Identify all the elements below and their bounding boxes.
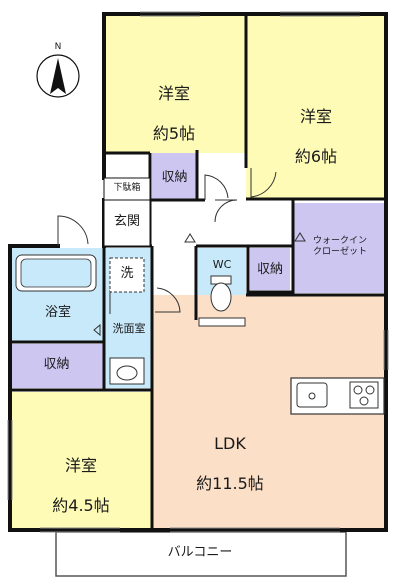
- compass-needle: [50, 58, 66, 94]
- storage-left-label: 収納: [43, 357, 70, 372]
- burner-2: [365, 385, 375, 395]
- marker-triangle: [294, 232, 306, 242]
- burner-3: [359, 396, 369, 406]
- interior-walls: [10, 14, 386, 528]
- sink-drain: [308, 392, 316, 400]
- walk-in-closet-label: ウォークイン クローゼット: [312, 236, 367, 258]
- wc-label: WC: [212, 258, 232, 271]
- windows: [7, 11, 389, 533]
- bathroom-label: 浴室: [44, 305, 71, 320]
- bathtub-inner: [20, 258, 92, 288]
- room-name: 洋室: [299, 107, 332, 126]
- laundry-label: 洗: [120, 266, 134, 281]
- balcony-area: [55, 531, 347, 577]
- room-name: 洋室: [64, 456, 97, 475]
- room-name: LDK: [214, 434, 246, 453]
- walk-in-closet: [293, 203, 386, 293]
- burner-1: [353, 385, 363, 395]
- room-size: 約4.5帖: [52, 496, 110, 515]
- shoe-box-cabinet: [103, 177, 151, 201]
- wc-step: [198, 317, 246, 327]
- room-label-western-top-left: 洋室 約5帖: [134, 64, 214, 164]
- room-size: 約11.5帖: [196, 474, 264, 493]
- room-label-ldk: LDK 約11.5帖: [180, 414, 280, 514]
- storage-wc: [250, 248, 290, 290]
- wash-basin-bowl: [116, 365, 138, 381]
- stove: [349, 381, 379, 409]
- kitchen-sink: [296, 382, 328, 408]
- western-room-top-left: [104, 14, 246, 153]
- door-swings: [57, 168, 277, 314]
- room-label-western-top-right: 洋室 約6帖: [276, 87, 356, 187]
- storage-wc-label: 収納: [256, 262, 283, 277]
- marker-triangle: [184, 233, 196, 243]
- entrance-label: 玄関: [113, 214, 140, 229]
- marker-triangle: [93, 323, 101, 337]
- room-name: 洋室: [157, 84, 190, 103]
- western-room-bottom-left: [10, 392, 152, 528]
- balcony-label: バルコニー: [167, 545, 233, 560]
- compass-letter: N: [54, 42, 62, 52]
- washroom-label: 洗面室: [112, 322, 146, 335]
- washing-machine-pan: [109, 257, 145, 293]
- room-label-western-bottom-left: 洋室 約4.5帖: [40, 436, 122, 536]
- storage-left: [10, 344, 103, 388]
- western-room-top-right: [246, 14, 386, 199]
- entrance-step: [103, 199, 151, 247]
- toilet-bowl: [210, 282, 232, 312]
- storage-top: [152, 153, 197, 199]
- storage-top-label: 収納: [161, 170, 188, 185]
- room-size: 約6帖: [294, 147, 338, 166]
- shoe-box-label: 下駄箱: [113, 183, 141, 193]
- room-size: 約5帖: [152, 124, 196, 143]
